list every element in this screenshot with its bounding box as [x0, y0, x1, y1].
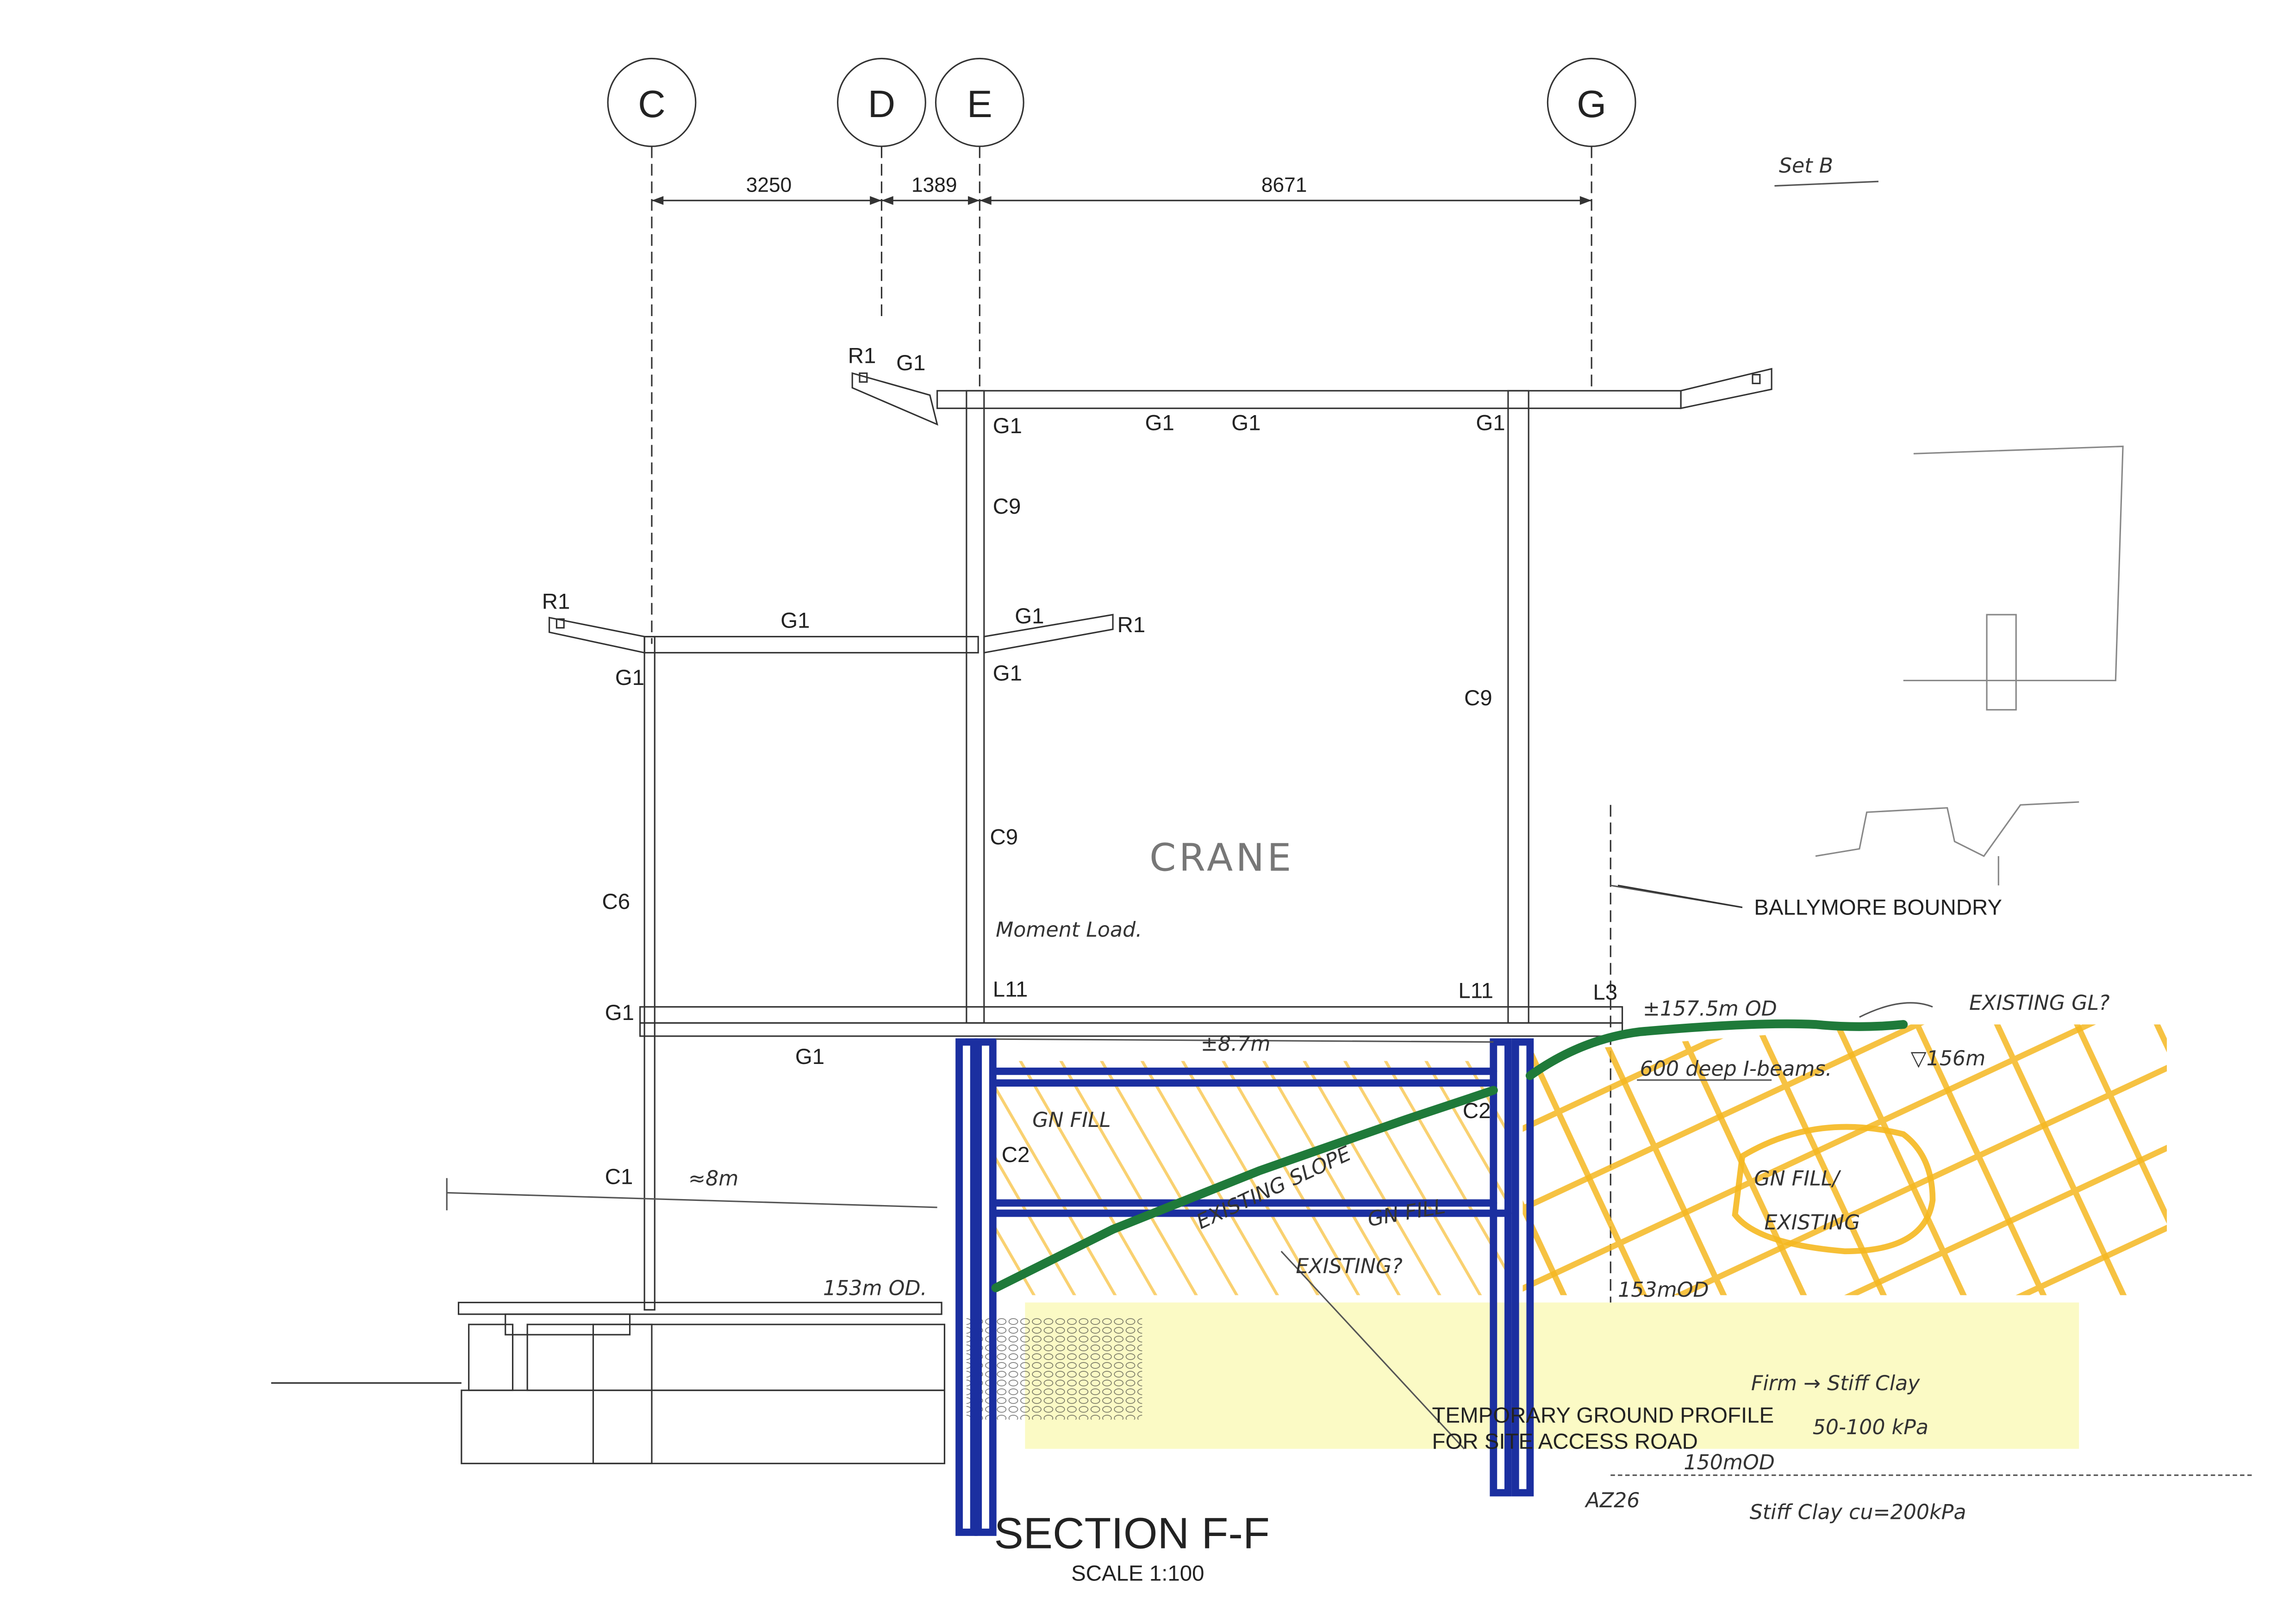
- note-i-beams: 600 deep I-beams.: [1640, 1057, 1832, 1081]
- fill-existing-outline: [1732, 1124, 1936, 1255]
- grid-bubble-c: C: [607, 57, 697, 147]
- grid-bubble-d: D: [837, 57, 926, 147]
- dim-e-g: 8671: [1261, 174, 1307, 196]
- label-g1: G1: [993, 661, 1022, 685]
- note-level-153-left: 153m OD.: [823, 1277, 927, 1300]
- dim-c-d: 3250: [746, 174, 792, 196]
- dimension-line: [651, 196, 1592, 205]
- note-gn-fill-existing: EXISTING: [1764, 1211, 1860, 1234]
- note-gn-fill-left: GN FILL: [1032, 1108, 1111, 1132]
- label-g1: G1: [605, 1001, 634, 1025]
- grid-label-c: C: [638, 83, 665, 125]
- note-existing-gl: EXISTING GL?: [1969, 991, 2109, 1015]
- boundary-leader: [1617, 884, 1743, 908]
- label-c9: C9: [993, 494, 1021, 519]
- note-level-156: ▽156m: [1911, 1047, 1986, 1070]
- label-c1: C1: [605, 1164, 633, 1189]
- label-r1: R1: [848, 343, 876, 368]
- note-span: ±8.7m: [1201, 1032, 1271, 1056]
- label-c6: C6: [602, 889, 630, 914]
- label-c9: C9: [1464, 686, 1492, 710]
- label-g1: G1: [993, 414, 1022, 438]
- note-az26: AZ26: [1585, 1489, 1640, 1512]
- grid-label-e: E: [967, 83, 992, 125]
- note-firm-stiff-clay: Firm → Stiff Clay: [1751, 1372, 1920, 1395]
- set-label: Set B: [1779, 154, 1833, 178]
- note-level-157: ±157.5m OD: [1643, 997, 1777, 1021]
- fill-crosshatch-zone: [1522, 1024, 2167, 1295]
- label-c2: C2: [1002, 1143, 1030, 1167]
- note-firm-stiff-kpa: 50-100 kPa: [1813, 1416, 1928, 1439]
- grid-bubble-e: E: [935, 57, 1024, 147]
- temp-profile-label: FOR SITE ACCESS ROAD: [1432, 1430, 1697, 1454]
- temp-profile-label: TEMPORARY GROUND PROFILE: [1432, 1403, 1774, 1428]
- pencil-sketch: [1815, 445, 2124, 886]
- label-l3: L3: [1593, 980, 1617, 1005]
- foundation-detail: [271, 1301, 1142, 1464]
- label-g1: G1: [615, 665, 644, 690]
- label-c2: C2: [1463, 1099, 1491, 1123]
- label-g1: G1: [1476, 411, 1505, 435]
- label-r1: R1: [1117, 613, 1146, 637]
- label-c9: C9: [990, 825, 1018, 850]
- existing-ground-line: [991, 1019, 1908, 1293]
- note-existing-q: EXISTING?: [1296, 1255, 1402, 1278]
- note-gn-fill-existing: GN FILL/: [1754, 1167, 1841, 1190]
- grid-label-d: D: [868, 83, 895, 125]
- label-l11: L11: [993, 977, 1028, 1002]
- note-approx-8m: ≈8m: [688, 1167, 738, 1190]
- section-scale: SCALE 1:100: [1071, 1561, 1204, 1586]
- label-g1: G1: [1015, 604, 1044, 628]
- label-l11: L11: [1458, 979, 1493, 1003]
- grid-bubble-g: G: [1547, 57, 1636, 147]
- label-g1: G1: [1231, 411, 1260, 435]
- note-crane: CRANE: [1149, 836, 1294, 880]
- clay-highlight: [1025, 1302, 2079, 1449]
- note-moment-load: Moment Load.: [996, 918, 1142, 942]
- boundary-label: BALLYMORE BOUNDRY: [1754, 895, 2002, 920]
- section-title: SECTION F-F: [994, 1509, 1269, 1558]
- set-label-underline: [1774, 180, 1879, 187]
- grid-lines: [651, 146, 1592, 644]
- label-g1: G1: [795, 1045, 824, 1069]
- note-level-153-right: 153mOD: [1618, 1278, 1709, 1302]
- label-g1: G1: [780, 609, 810, 633]
- note-level-150: 150mOD: [1684, 1451, 1775, 1474]
- label-g1: G1: [896, 351, 925, 375]
- sheet-pile-wall: [955, 1038, 1534, 1536]
- note-stiff-clay: Stiff Clay cu=200kPa: [1750, 1500, 1966, 1524]
- grid-label-g: G: [1577, 83, 1606, 125]
- label-r1: R1: [542, 590, 570, 614]
- dim-d-e: 1389: [911, 174, 957, 196]
- label-g1: G1: [1145, 411, 1174, 435]
